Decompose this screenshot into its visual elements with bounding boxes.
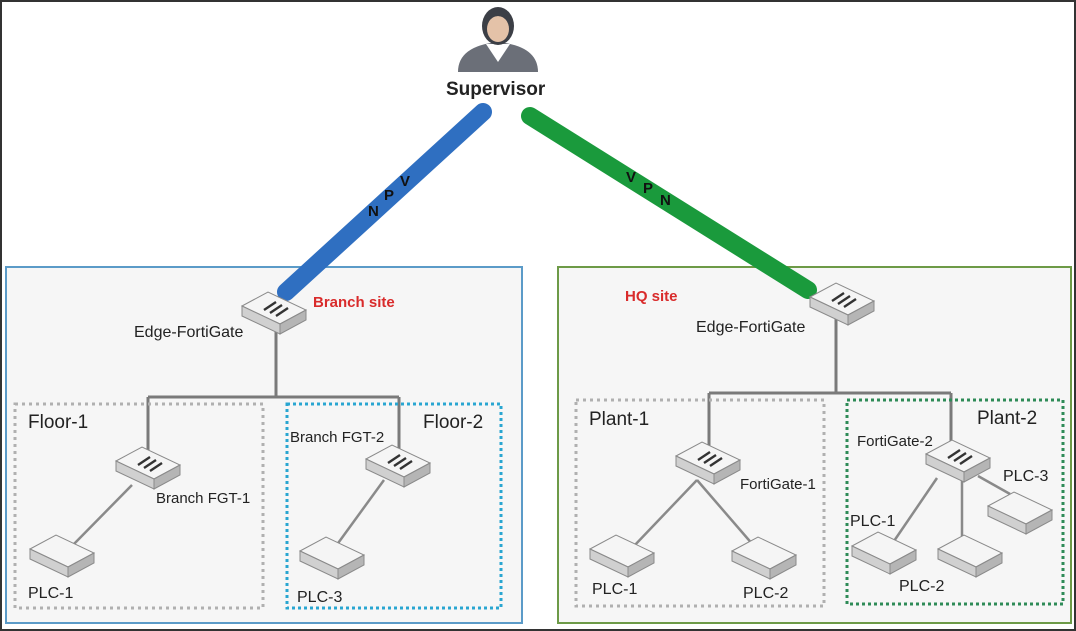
hq-plc-links xyxy=(633,474,1011,547)
plant-2-plc-1-label: PLC-1 xyxy=(850,513,895,530)
branch-plc-links xyxy=(71,479,386,547)
supervisor-label: Supervisor xyxy=(446,79,546,100)
floor-1-plc-1-label: PLC-1 xyxy=(28,585,73,602)
vpn-left-letter-v: V xyxy=(400,173,410,190)
branch-site-label: Branch site xyxy=(313,294,395,311)
plant-2-plc-2-label: PLC-2 xyxy=(899,578,944,595)
branch-fgt-1-label: Branch FGT-1 xyxy=(156,490,250,507)
plant-2-zone xyxy=(845,398,1065,606)
vpn-tunnel-right xyxy=(521,107,817,299)
branch-fgt-2-label: Branch FGT-2 xyxy=(290,429,384,446)
floor-2-plc-3-label: PLC-3 xyxy=(297,589,342,606)
fortigate-1-label: FortiGate-1 xyxy=(740,476,816,493)
vpn-right-letter-n: N xyxy=(660,192,671,209)
fortigate-2-label: FortiGate-2 xyxy=(857,433,933,450)
vpn-tunnel-left xyxy=(277,103,492,301)
floor-2-zone xyxy=(285,402,503,610)
branch-links xyxy=(146,325,401,455)
plant-1-plc-2-label: PLC-2 xyxy=(743,585,788,602)
vpn-left-letter-p: P xyxy=(384,187,394,204)
hq-site-label: HQ site xyxy=(625,288,678,305)
floor-1-title: Floor-1 xyxy=(28,412,88,433)
vpn-right-letter-p: P xyxy=(643,180,653,197)
plant-2-title: Plant-2 xyxy=(977,408,1037,429)
supervisor-person-icon xyxy=(458,7,538,72)
plant-1-zone xyxy=(574,398,826,608)
plant-1-plc-1-label: PLC-1 xyxy=(592,581,637,598)
floor-2-title: Floor-2 xyxy=(423,412,483,433)
vpn-left-letter-n: N xyxy=(368,203,379,220)
hq-edge-fortigate-label: Edge-FortiGate xyxy=(696,319,805,336)
floor-1-zone xyxy=(13,402,265,610)
branch-edge-fortigate-label: Edge-FortiGate xyxy=(134,324,243,341)
vpn-right-letter-v: V xyxy=(626,169,636,186)
plant-1-title: Plant-1 xyxy=(589,409,649,430)
plant-2-plc-3-label: PLC-3 xyxy=(1003,468,1048,485)
hq-links xyxy=(707,318,953,450)
